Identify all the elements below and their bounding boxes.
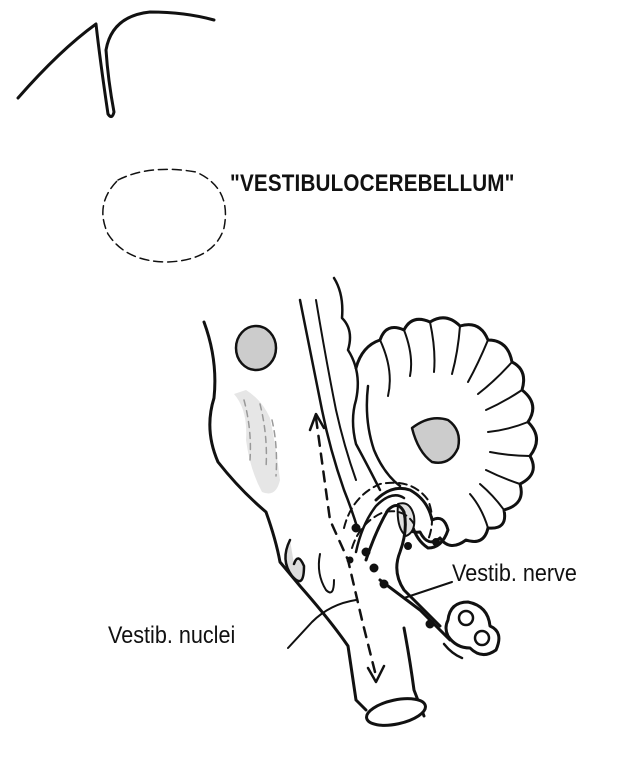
inner-ear-labyrinth: [446, 602, 499, 655]
vestibular-nucleus-dot: [347, 557, 353, 563]
vestibular-nucleus-dot: [362, 548, 370, 556]
pontine-shading: [234, 390, 280, 494]
brainstem-inner-line: [316, 300, 356, 480]
inferior-olive-2: [319, 554, 334, 592]
inferior-olive: [285, 540, 304, 581]
dashed-arrow-pathway: [316, 418, 376, 676]
cortex-outline: [18, 12, 214, 117]
vestibular-fibers-3: [380, 580, 450, 640]
vestibular-nucleus-dot: [433, 539, 440, 546]
vestib-nerve-leader: [404, 582, 452, 598]
vestib-nerve-label: Vestib. nerve: [452, 560, 577, 588]
cerebellar-white-matter: [412, 418, 459, 463]
vestibular-ganglion: [426, 620, 434, 628]
semicircular-canal: [459, 611, 473, 625]
red-nucleus-blob: [236, 326, 276, 370]
vestib-nuclei-label: Vestib. nuclei: [108, 622, 235, 650]
semicircular-canal: [475, 631, 489, 645]
diagram-title: "VESTIBULOCEREBELLUM": [230, 170, 515, 198]
dashed-oval: [103, 169, 226, 262]
fourth-ventricle-wall: [334, 278, 380, 490]
vestibular-nucleus-dot: [405, 543, 412, 550]
arrowhead-down: [368, 666, 384, 682]
cerebellar-peduncle-arc: [367, 386, 400, 486]
vestibular-nucleus-dot: [380, 580, 388, 588]
brainstem-cut-end: [364, 694, 428, 730]
brainstem-outline: [204, 322, 366, 710]
vestibular-nucleus-dot: [352, 524, 360, 532]
vestibular-nucleus-dot: [370, 564, 378, 572]
